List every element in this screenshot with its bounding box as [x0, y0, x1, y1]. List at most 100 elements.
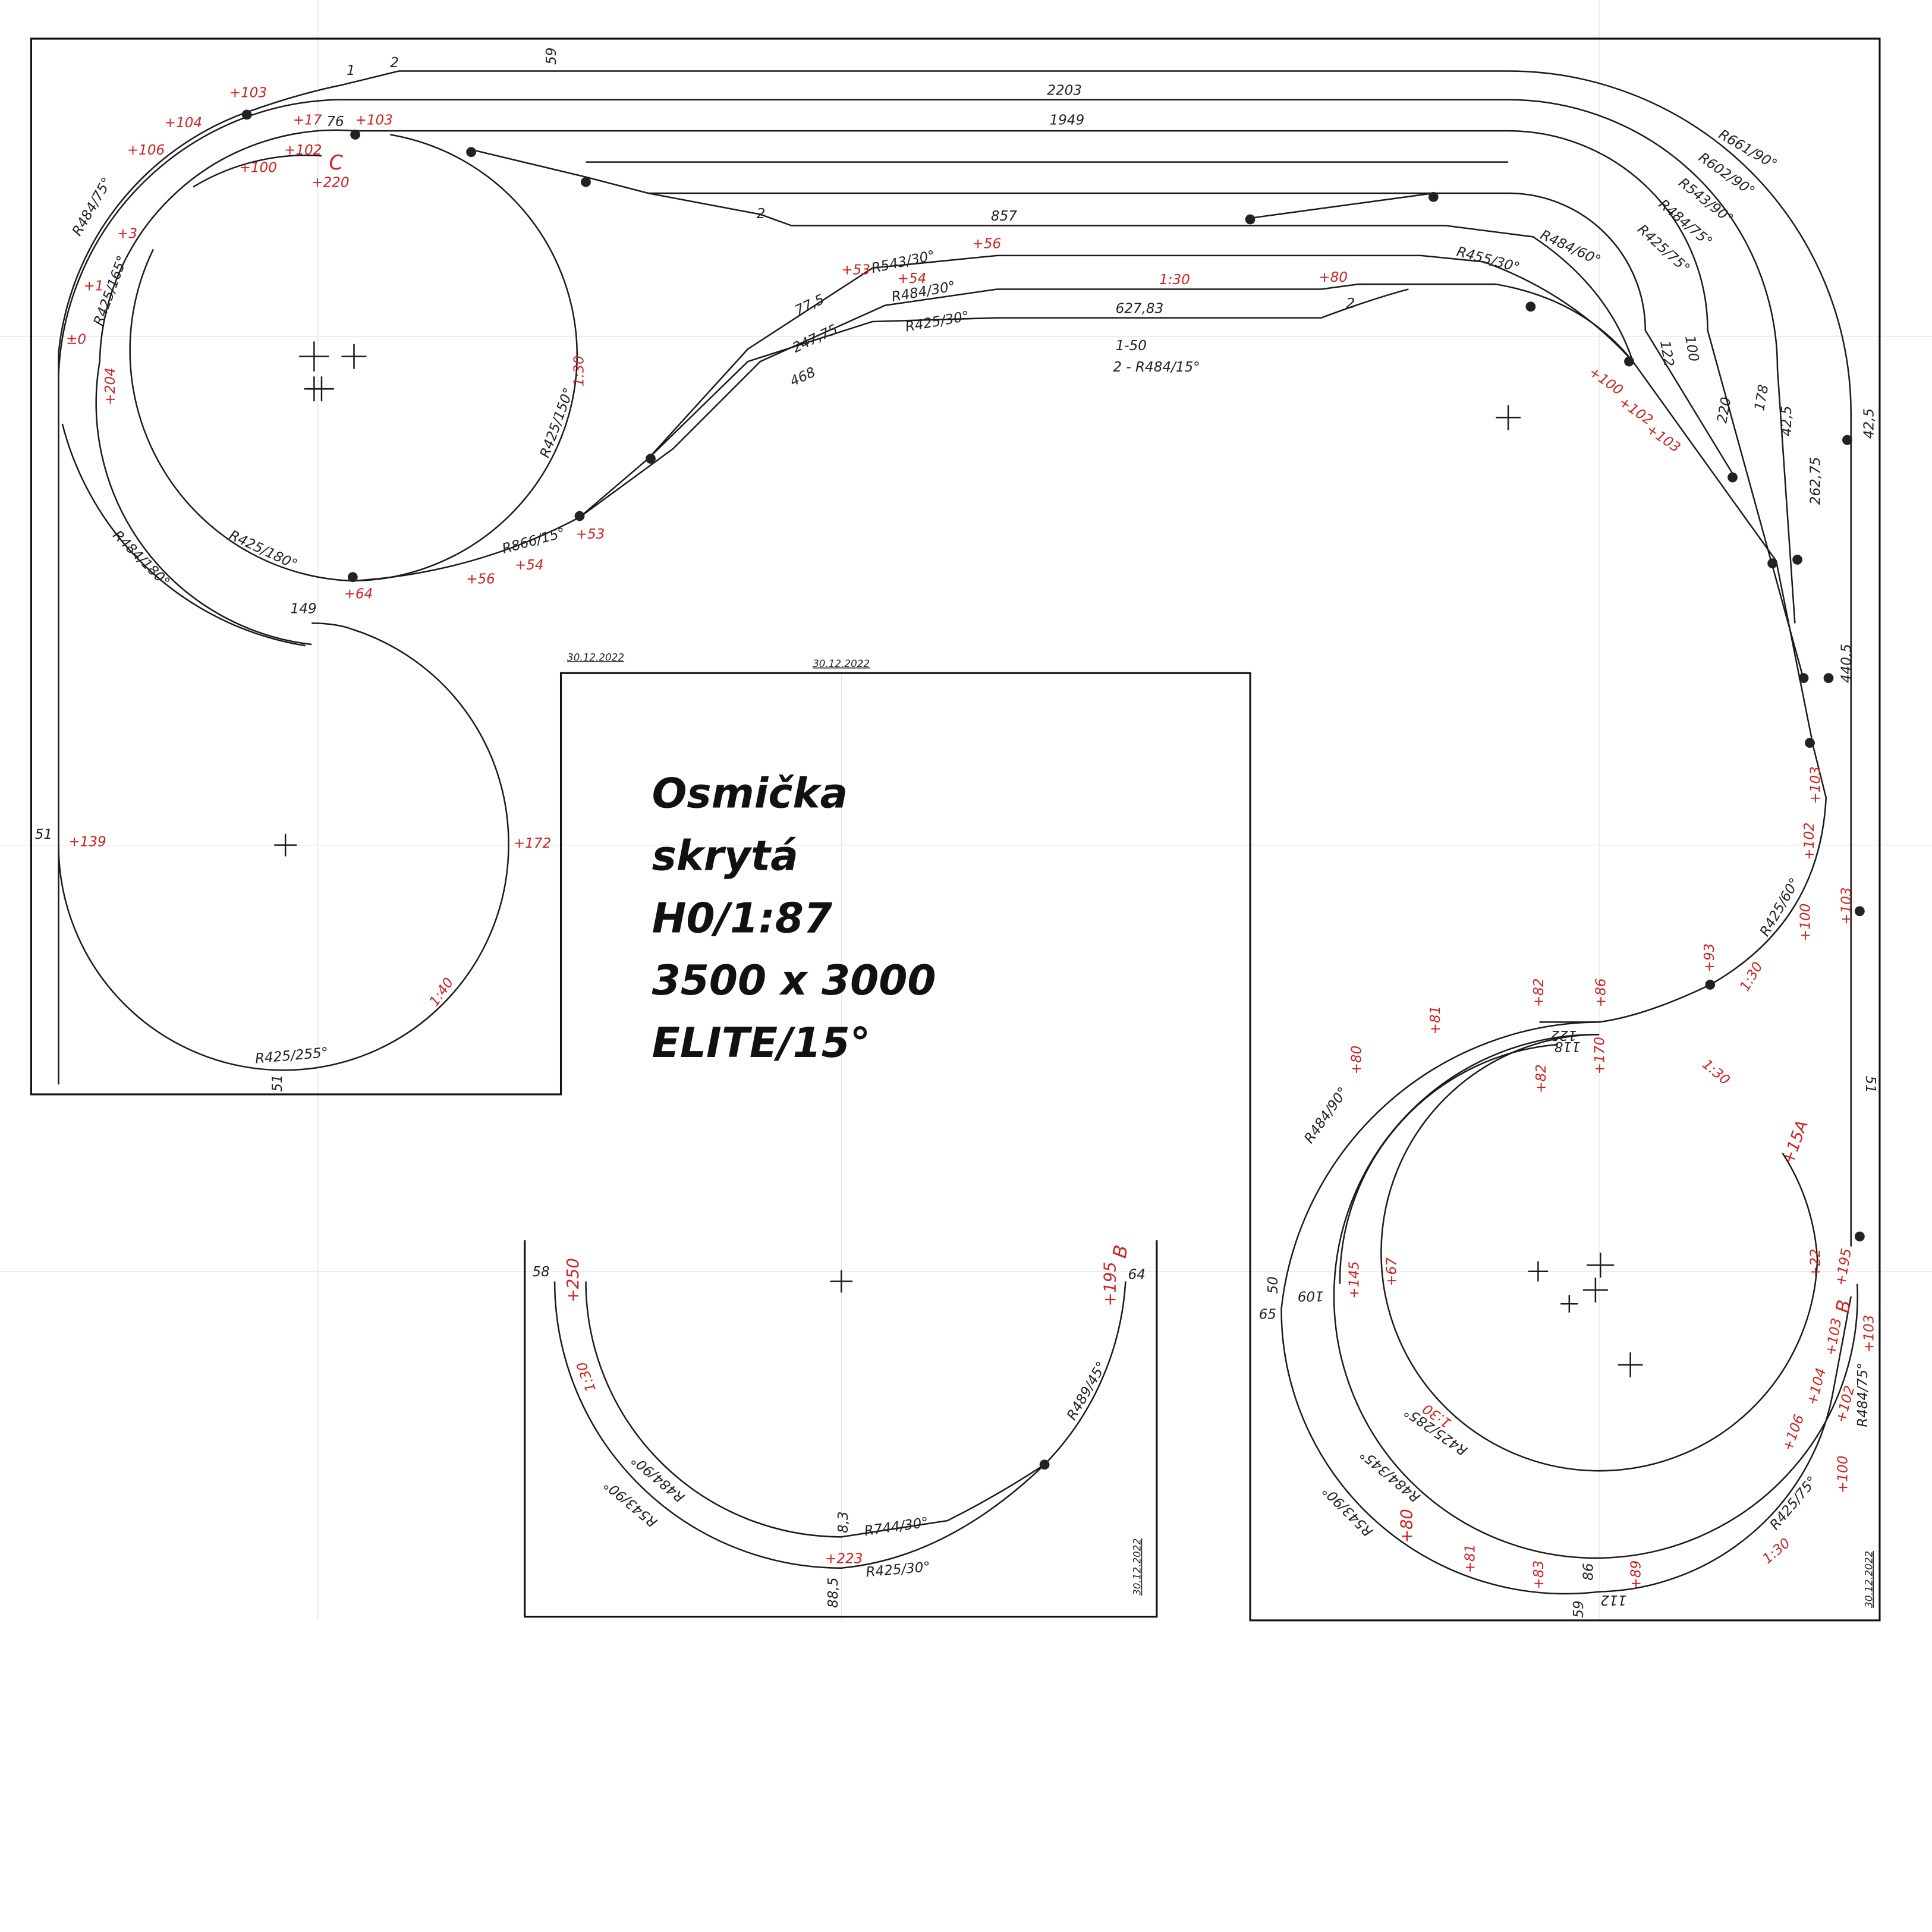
elevation-label: +103	[229, 86, 267, 101]
elevation-label: +67	[1384, 1257, 1399, 1286]
radius-label: R744/30°	[863, 1515, 929, 1539]
elevation-label: +102	[1833, 1384, 1858, 1424]
elevation-label: +195	[1102, 1262, 1120, 1307]
elevation-label: +56	[972, 236, 1001, 251]
tracks	[58, 70, 1858, 1595]
elevation-label: +106	[127, 143, 165, 158]
elevation-label: +104	[165, 115, 202, 131]
radius-label: R425/180°	[226, 528, 300, 573]
gradient-label: 1:30	[1699, 1056, 1732, 1088]
date-stamp: 30.12.2022	[813, 657, 870, 669]
elevation-label: +102	[1616, 394, 1656, 429]
radius-label: R484/180°	[109, 527, 172, 590]
elevation-label: +81	[1462, 1544, 1478, 1573]
elevation-label: +93	[1702, 943, 1717, 973]
elevation-label: +15A	[1779, 1118, 1812, 1167]
elevation-label: +3	[117, 226, 137, 241]
dimension-labels: 59 2203 1949 857 627,83 51 51 149 76 247…	[35, 48, 1878, 1618]
dimension-label: 247,75	[790, 322, 840, 356]
radius-label: R543/90°	[1320, 1483, 1376, 1539]
dimension-label: 50	[1266, 1276, 1281, 1294]
dimension-label: 76	[326, 114, 344, 130]
turnout-markers	[241, 109, 1865, 1470]
dimension-label: 468	[788, 364, 818, 389]
dimension-label: 51	[270, 1074, 285, 1091]
dimension-label: 440,5	[1839, 644, 1855, 683]
dimension-label: 627,83	[1116, 301, 1164, 316]
elevation-label: +250	[564, 1258, 583, 1302]
elevation-label: +103	[1861, 1315, 1877, 1352]
elevation-label: +103	[1808, 766, 1823, 804]
gradient-label: 1:30	[574, 1360, 599, 1394]
baseboard-outline	[30, 37, 1881, 1622]
dimension-label: 220	[1714, 396, 1734, 424]
dimension-label: 77,5	[792, 292, 827, 319]
date-stamp: 30.12.2022	[567, 651, 624, 663]
elevation-label: +53	[841, 262, 870, 278]
elevation-label: +103	[355, 113, 393, 128]
elevation-label: +81	[1428, 1006, 1443, 1035]
elevation-label: B	[1832, 1298, 1855, 1315]
elevation-label: +102	[284, 143, 322, 158]
gradient-label: 1:30	[1760, 1535, 1793, 1567]
elevation-label: +139	[68, 835, 106, 850]
elevation-label: +82	[1534, 1064, 1549, 1093]
dimension-label: 65	[1259, 1307, 1276, 1322]
dimension-label: 857	[991, 209, 1017, 224]
dimension-label: 2	[757, 206, 766, 222]
elevation-label: +56	[466, 571, 495, 587]
elevation-label: +170	[1593, 1037, 1608, 1074]
dimension-label: 42,5	[1779, 406, 1795, 436]
elevation-label: +145	[1346, 1261, 1362, 1299]
elevation-label: +102	[1802, 822, 1817, 860]
elevation-label: +80	[1319, 270, 1348, 285]
elevation-label: +82	[1531, 978, 1547, 1008]
dimension-label: 2	[390, 55, 399, 71]
radius-label: R455/30°	[1455, 244, 1521, 276]
elevation-label: +80	[1349, 1046, 1365, 1075]
elevation-label: +104	[1805, 1367, 1830, 1407]
gradient-label: 1:30	[1159, 272, 1190, 288]
dimension-label: 2	[1346, 296, 1355, 311]
dimension-label: 51	[1862, 1076, 1878, 1093]
title-line: 3500 x 3000	[652, 957, 936, 1005]
dimension-label: 178	[1752, 383, 1771, 412]
elevation-labels: +103 +104 +106 +3 +1 ±0 +204 +17 +103 +1…	[66, 86, 1877, 1590]
elevation-label: +100	[1798, 904, 1814, 941]
dimension-label: 122	[1550, 1027, 1577, 1043]
dimension-label: 8,3	[836, 1511, 851, 1533]
title-line: Osmička	[652, 770, 848, 818]
title-line: skrytá	[652, 833, 798, 880]
dimension-label: 51	[35, 827, 52, 842]
dimension-label: 118	[1555, 1039, 1581, 1054]
elevation-label: +1	[83, 279, 103, 294]
dimension-label: 112	[1600, 1592, 1626, 1607]
elevation-label: +100	[240, 160, 277, 175]
elevation-label: B	[1109, 1244, 1132, 1260]
elevation-label: +100	[1586, 364, 1626, 399]
dimension-label: 86	[1581, 1563, 1597, 1580]
center-crosses	[274, 341, 1643, 1377]
radius-label: R543/90°	[601, 1477, 660, 1530]
baseboard-bottom-middle	[524, 1240, 1158, 1618]
dimension-label: 2 - R484/15°	[1113, 360, 1200, 375]
gradient-label: 1:30	[571, 355, 587, 386]
elevation-label: +64	[344, 586, 373, 602]
elevation-label: +80	[1398, 1509, 1417, 1543]
elevation-label: +53	[576, 527, 605, 542]
dimension-label: 64	[1128, 1267, 1146, 1282]
elevation-label: C	[329, 151, 344, 174]
title-line: H0/1:87	[652, 895, 832, 942]
elevation-label: +103	[1823, 1317, 1845, 1357]
elevation-label: +22	[1808, 1249, 1823, 1278]
dimension-label: 2203	[1047, 83, 1082, 98]
date-stamp: 30.12.2022	[1862, 1551, 1874, 1608]
elevation-label: +17	[293, 113, 322, 128]
dimension-label: 109	[1298, 1288, 1324, 1303]
elevation-label: +86	[1594, 978, 1609, 1008]
construction-grid	[0, 0, 1932, 1621]
radius-label: R484/75°	[1855, 1363, 1871, 1427]
gradient-label: 1:40	[426, 975, 457, 1009]
